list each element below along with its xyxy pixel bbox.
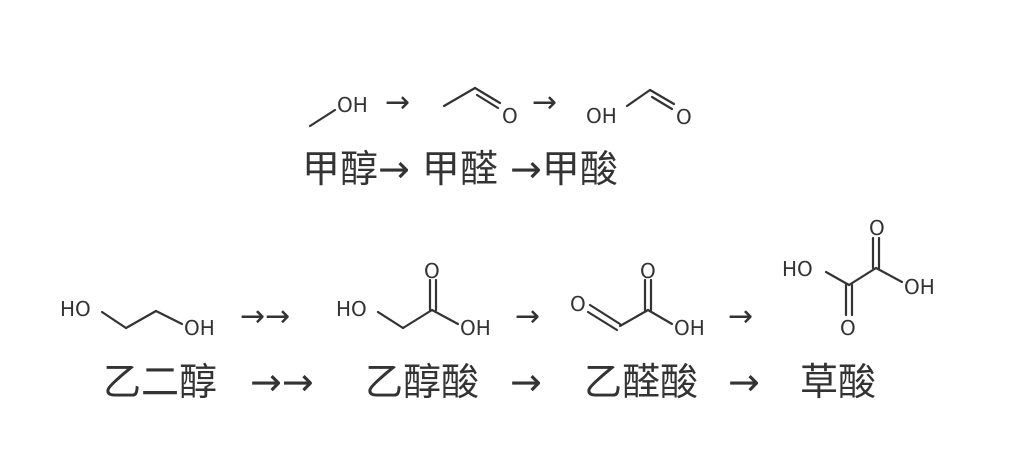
formaldehyde-structure: O (442, 86, 518, 128)
glycolic-acid-o-label: O (424, 259, 440, 283)
glyoxylic-acid-structure: O O OH (570, 259, 705, 340)
caption-arrow-3: → (728, 360, 760, 404)
formic-acid-structure: OH O (586, 88, 692, 129)
oxalic-acid-structure: HO O O OH (782, 216, 935, 340)
row1-arrow-1: → (385, 85, 410, 120)
oxalic-acid-oh-label: OH (904, 275, 935, 299)
glyoxylic-acid-oh-label: OH (674, 316, 705, 340)
row2-arrow-3: → (728, 299, 753, 334)
formic-acid-oh-label: OH (586, 104, 617, 128)
row2-arrow-1: →→ (240, 299, 290, 334)
oxalic-acid-o-bottom-label: O (840, 316, 856, 340)
oxalic-acid-o-top-label: O (869, 216, 885, 240)
glycolic-acid-ho-label: HO (336, 297, 367, 321)
glyoxylic-acid-o-top-label: O (640, 259, 656, 283)
caption-glyoxylic-acid: 乙醛酸 (584, 360, 699, 404)
glyoxylic-acid-o-left-label: O (570, 292, 586, 316)
row2-arrow-2: → (515, 299, 540, 334)
glycolic-acid-oh-label: OH (460, 316, 491, 340)
ethylene-glycol-ho-label: HO (60, 297, 91, 321)
caption-glycolic-acid: 乙醇酸 (365, 360, 480, 404)
caption-oxalic-acid: 草酸 (800, 360, 877, 404)
caption-arrow-2: → (510, 360, 542, 404)
row1-arrow-2: → (532, 85, 557, 120)
caption-arrow-1: →→ (250, 360, 314, 404)
ethylene-glycol-structure: HO OH (60, 297, 215, 340)
caption-ethylene-glycol: 乙二醇 (103, 360, 218, 404)
glycolic-acid-structure: HO O OH (336, 259, 491, 340)
oxalic-acid-ho-label: HO (782, 257, 813, 281)
formic-acid-o-label: O (676, 105, 692, 129)
formaldehyde-o-label: O (502, 104, 518, 128)
row1-caption: 甲醇→ 甲醛 →甲酸 (302, 147, 618, 191)
ethylene-glycol-oh-label: OH (184, 316, 215, 340)
methanol-oh-label: OH (337, 93, 368, 117)
methanol-structure: OH (308, 93, 368, 128)
